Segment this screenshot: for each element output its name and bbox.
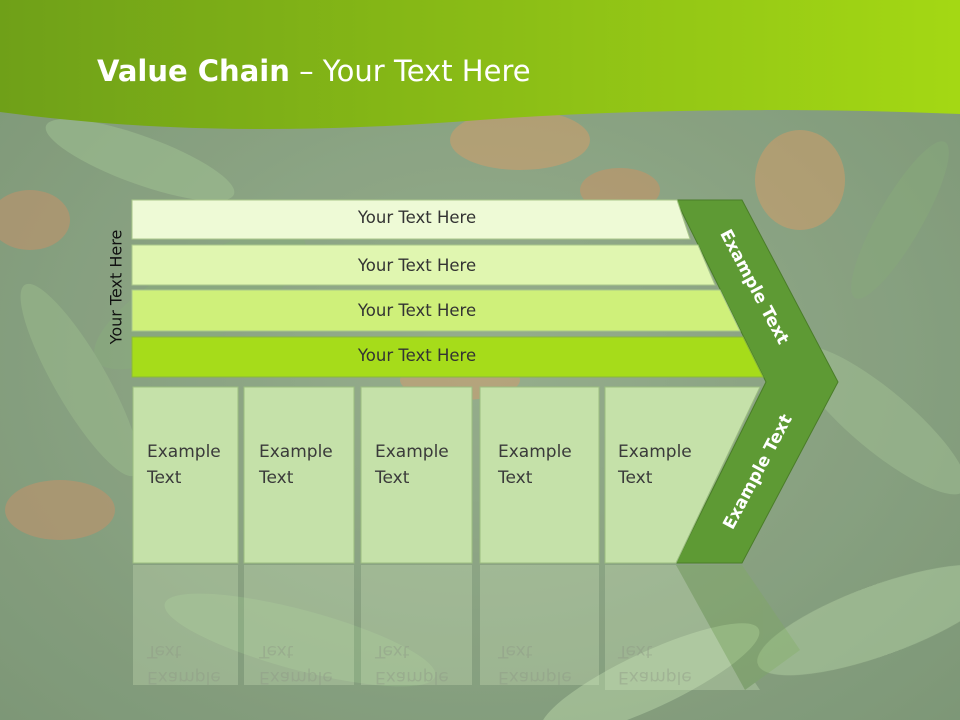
reflection bbox=[133, 565, 800, 690]
title-bold: Value Chain bbox=[97, 54, 290, 88]
side-label: Your Text Here bbox=[106, 229, 126, 345]
box-label-3: Example Text bbox=[375, 442, 449, 488]
reflection-label-3: Example Text bbox=[375, 641, 449, 687]
row-shape-1 bbox=[131, 199, 691, 240]
row-shape-4 bbox=[131, 336, 764, 378]
box-label-5: Example Text bbox=[618, 442, 692, 488]
box-label-4: Example Text bbox=[498, 442, 572, 488]
row-label-1: Your Text Here bbox=[357, 208, 477, 227]
box-label-1: Example Text bbox=[147, 442, 221, 488]
row-label-4: Your Text Here bbox=[357, 346, 477, 365]
title-rest: – Your Text Here bbox=[289, 54, 531, 88]
box-shape-2 bbox=[243, 386, 355, 564]
chevron-arrow bbox=[675, 199, 839, 564]
row-label-2: Your Text Here bbox=[357, 256, 477, 275]
box-label-2: Example Text bbox=[259, 442, 333, 488]
box-shape-1 bbox=[132, 386, 239, 564]
row-shape-2 bbox=[131, 244, 716, 286]
box-shape-3 bbox=[360, 386, 473, 564]
slide-title: Value Chain – Your Text Here bbox=[97, 54, 531, 88]
reflection-label-4: Example Text bbox=[498, 641, 572, 687]
box-shape-4 bbox=[479, 386, 600, 564]
box-shape-5 bbox=[604, 386, 761, 564]
reflection-label-2: Example Text bbox=[259, 641, 333, 687]
reflection-label-5: Example Text bbox=[618, 641, 692, 687]
header-band bbox=[0, 0, 960, 130]
reflection-label-1: Example Text bbox=[147, 641, 221, 687]
row-label-3: Your Text Here bbox=[357, 301, 477, 320]
row-shape-3 bbox=[131, 289, 741, 332]
